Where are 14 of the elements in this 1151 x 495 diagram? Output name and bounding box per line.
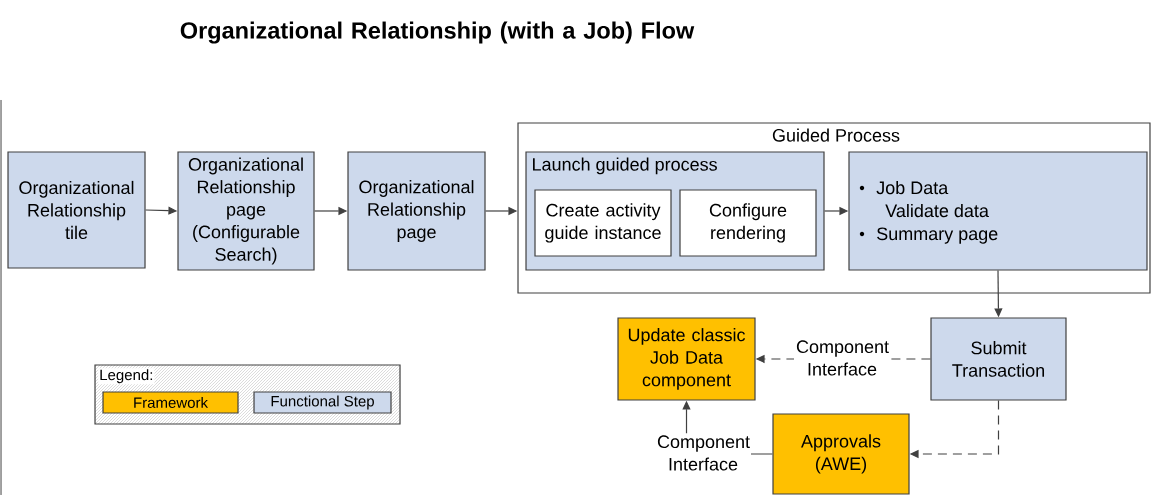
edge-label: Component Interface (794, 338, 890, 378)
process-box: Update classic Job Data component (617, 317, 756, 401)
legend-key: Framework (102, 391, 239, 414)
edge-label: Component Interface (655, 433, 751, 473)
process-box: Configure rendering (679, 189, 817, 257)
process-box: Approvals (AWE) (772, 413, 910, 495)
process-box: Organizational Relationship page (Configurable Search) (177, 151, 315, 271)
legend-key: Functional Step (253, 391, 392, 414)
process-box: Job Data Validate data Summary page (848, 151, 1148, 271)
process-box: Submit Transaction (930, 317, 1067, 401)
title: Organizational Relationship (with a Job) Flow (180, 21, 695, 44)
process-box: Organizational Relationship tile (7, 151, 146, 269)
process-box: Organizational Relationship page (347, 151, 486, 271)
process-box: Create activity guide instance (534, 189, 672, 257)
